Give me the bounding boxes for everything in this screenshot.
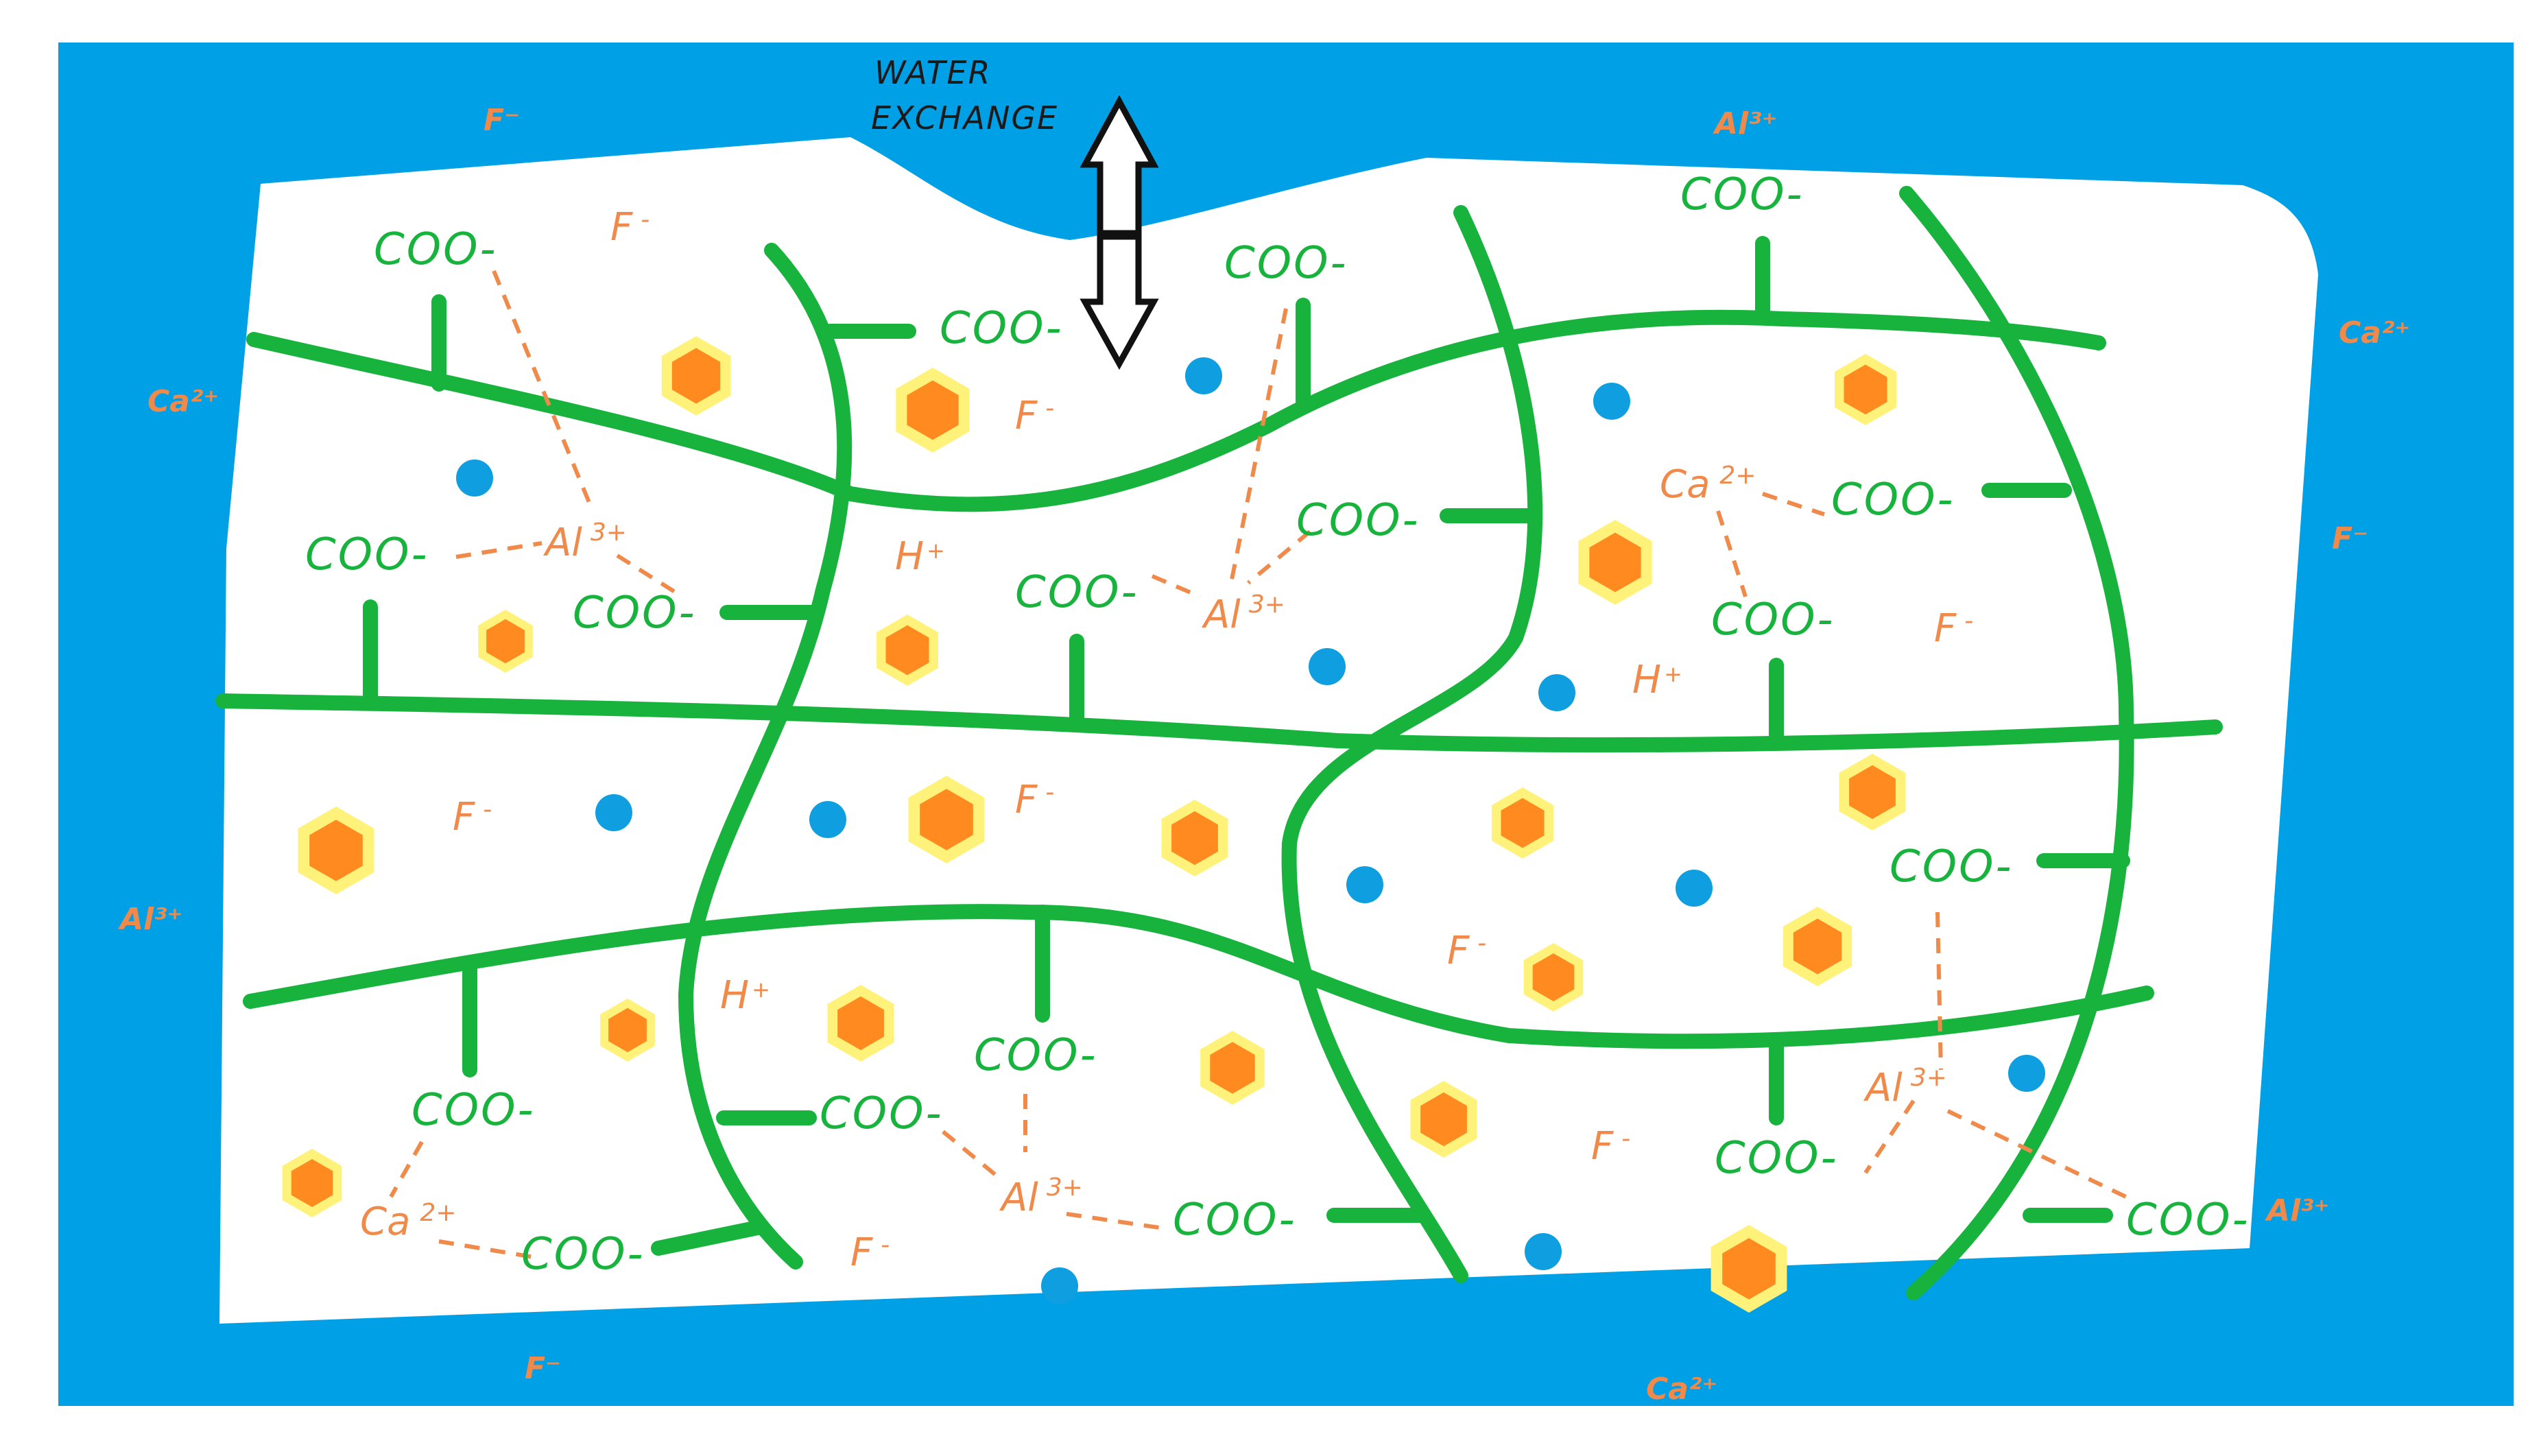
side-chain [651,1220,765,1256]
fluoride-ion: F- [850,1230,890,1275]
water-exchange-arrow [1080,95,1159,370]
hydrogen-ion: H+ [720,973,770,1018]
fluoride-ion: F- [1015,394,1054,438]
glass-particle [885,625,929,676]
fluoride-ion: F- [1934,606,1973,651]
polymer-side-chains [363,236,2130,1256]
water-exchange-label-line1: WATER [874,54,991,91]
fluoride-ion: F- [1015,778,1054,822]
carboxylate-label: COO- [1173,1195,1297,1245]
glass-particle [920,789,973,850]
water-droplet [1185,357,1222,394]
polymer-chain [678,243,853,1269]
glass-particles [282,336,1906,1313]
glass-particle [1589,532,1641,593]
glass-particle [1171,811,1218,866]
fluoride-ion-labels: F- F- F- F- F- F- F- F- [453,205,1973,1275]
polymer-chain [243,904,2154,1049]
carboxylate-label: COO- [1711,595,1835,645]
glass-particle [907,380,959,440]
water-droplet [456,460,493,497]
polymer-chain [215,693,2223,753]
carboxylate-label: COO- [1680,169,1804,220]
carboxylate-label: COO- [573,588,697,639]
carboxylate-labels: COO- COO- COO- COO- COO- COO- COO- COO- … [305,169,2250,1280]
water-exchange-label-line2: EXCHANGE [871,99,1058,136]
external-fluoride: F⁻ [484,103,520,138]
carboxylate-label: COO- [305,529,429,580]
external-fluoride: F⁻ [525,1351,561,1386]
water-droplet [809,801,846,838]
fluoride-ion: F- [1447,929,1486,973]
glass-particle [671,348,721,404]
water-droplet [595,794,632,831]
external-calcium: Ca²⁺ [147,384,219,419]
water-droplet [1346,866,1383,903]
fluoride-ion: F- [1591,1124,1630,1169]
external-aluminium: Al³⁺ [118,902,183,937]
glass-particle [291,1159,333,1207]
carboxylate-label: COO- [940,303,1064,354]
glass-particle [1849,765,1896,820]
fluoride-ion: F- [610,205,649,250]
carboxylate-label: COO- [1296,495,1420,546]
water-droplet [1309,648,1346,685]
glass-particle [837,996,884,1051]
external-calcium: Ca²⁺ [1646,1372,1717,1407]
water-droplet [1676,870,1713,907]
carboxylate-label: COO- [820,1088,944,1139]
carboxylate-label: COO- [1015,567,1139,618]
external-aluminium: Al³⁺ [2265,1193,2330,1228]
water-droplet [1538,674,1575,711]
ionic-bonds [389,270,2134,1261]
water-droplets [456,357,2045,1304]
external-aluminium: Al³⁺ [1713,106,1778,141]
carboxylate-label: COO- [974,1030,1098,1081]
external-ion-labels: F⁻ Al³⁺ Ca²⁺ Ca²⁺ F⁻ Al³⁺ Al³⁺ F⁻ Ca²⁺ [118,103,2410,1407]
hydrogen-ion: H+ [1632,658,1682,702]
glass-particle [1210,1042,1255,1094]
water-droplet [1041,1267,1078,1304]
fluoride-ion: F- [453,795,492,839]
glass-particle [1420,1092,1467,1147]
glass-particle [1793,918,1842,975]
hydrogen-ion-labels: H+ H+ H+ [720,534,1682,1018]
polymer-chain [246,309,2106,512]
hydrogen-ion: H+ [895,534,945,579]
glass-particle [1501,798,1545,848]
glass-particle [309,820,363,881]
carboxylate-label: COO- [374,224,498,275]
carboxylate-label: COO- [1890,842,2014,892]
carboxylate-label: COO- [412,1085,536,1136]
glass-particle [608,1007,647,1053]
water-droplet [1525,1233,1562,1270]
carboxylate-label: COO- [2126,1195,2250,1245]
external-fluoride: F⁻ [2332,521,2368,556]
carboxylate-label: COO- [521,1229,645,1280]
polymer-chain [1281,205,1543,1283]
glass-particle [1722,1238,1776,1300]
glass-particle [1844,364,1887,415]
carboxylate-label: COO- [1715,1133,1839,1184]
external-calcium: Ca²⁺ [2339,315,2410,350]
water-droplet [2008,1055,2045,1092]
glass-particle [486,619,525,664]
glass-particle [1532,953,1575,1001]
carboxylate-label: COO- [1224,238,1348,289]
water-droplet [1593,383,1630,420]
carboxylate-label: COO- [1831,475,1955,525]
